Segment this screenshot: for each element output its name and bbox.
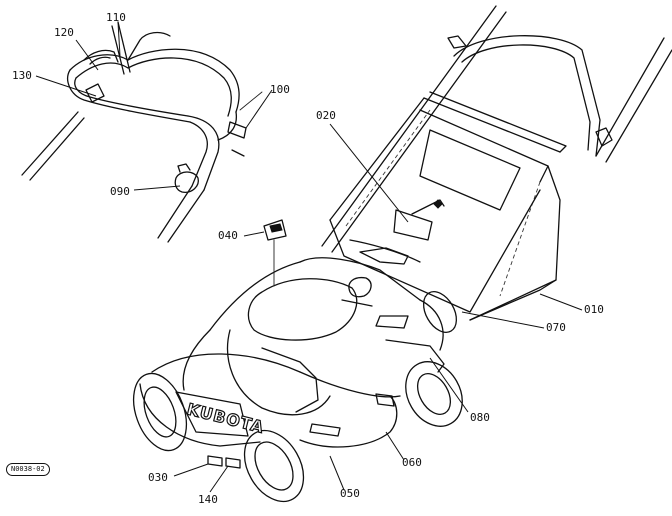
leader-line-030: [173, 463, 209, 477]
callout-010: 010: [584, 303, 604, 316]
leader-line-130: [35, 75, 97, 97]
reference-code: N0038-02: [6, 463, 50, 476]
leader-line-100: [245, 89, 273, 129]
callout-070: 070: [546, 321, 566, 334]
handle-detail-drawing: [21, 21, 263, 243]
callout-080: 080: [470, 411, 490, 424]
callout-110: 110: [106, 11, 126, 24]
leader-line-110: [117, 21, 121, 57]
brand-mark: KUBOTA: [185, 399, 266, 437]
leader-line-010: [539, 293, 583, 311]
leader-line-140: [209, 465, 229, 493]
grass-catcher-drawing: [321, 5, 672, 321]
callout-020: 020: [316, 109, 336, 122]
leader-line-040: [243, 231, 265, 237]
callout-090: 090: [110, 185, 130, 198]
leader-line-050: [329, 455, 345, 491]
leader-line-020: [329, 123, 409, 223]
callout-120: 120: [54, 26, 74, 39]
leader-lines: [35, 21, 583, 493]
callout-130: 130: [12, 69, 32, 82]
callout-040: 040: [218, 229, 238, 242]
mower-deck-drawing: [132, 219, 463, 503]
leader-line-060: [385, 431, 405, 461]
callout-060: 060: [402, 456, 422, 469]
leader-line-070: [461, 311, 545, 329]
leader-line-080: [429, 357, 469, 413]
callout-050: 050: [340, 487, 360, 500]
callout-140: 140: [198, 493, 218, 506]
leader-line-120: [75, 39, 99, 71]
callout-100: 100: [270, 83, 290, 96]
leader-line-090: [133, 185, 181, 191]
callout-030: 030: [148, 471, 168, 484]
